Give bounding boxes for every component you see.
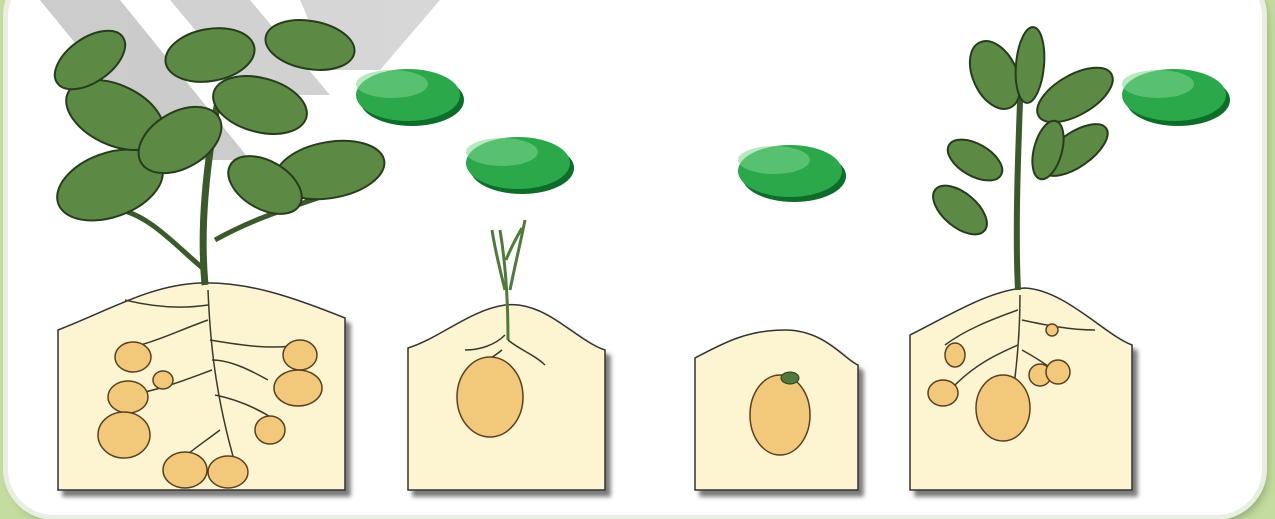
seed-tuber [750, 375, 810, 455]
label-oval-1 [356, 69, 464, 126]
stage-seed-tuber [695, 330, 858, 490]
tuber-eye [781, 372, 799, 384]
stage-young-plant [910, 26, 1132, 490]
seed-tuber [457, 357, 523, 437]
foliage [925, 26, 1122, 290]
label-oval-3 [738, 145, 846, 202]
label-oval-2 [466, 137, 574, 194]
stage-sprouting-tuber [408, 220, 605, 490]
stage-mature-plant [45, 14, 389, 490]
label-oval-4 [1122, 69, 1230, 126]
